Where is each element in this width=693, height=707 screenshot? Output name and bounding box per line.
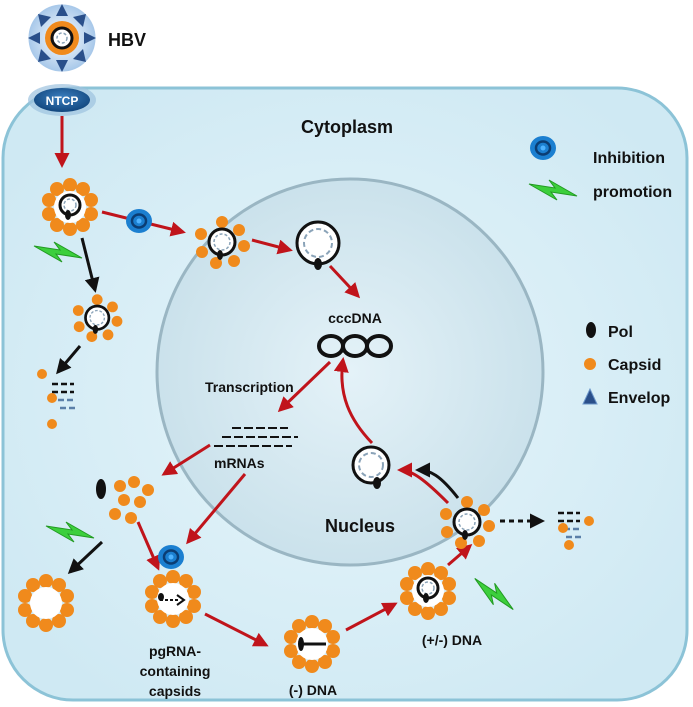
legend-pol-label: Pol: [608, 324, 633, 341]
nucleus-envelope: [155, 177, 545, 567]
translation-arrow-down: [186, 473, 247, 545]
translated-pol-icon: [96, 479, 106, 499]
translation-arrow-left: [161, 443, 211, 476]
minus-dna-label: (-) DNA: [289, 682, 337, 698]
reverse-transcription-arrow: [204, 612, 269, 647]
recycling-to-cccdna-arrow: [333, 357, 374, 445]
recycling-arrow-red: [397, 462, 450, 505]
inhibitor-transport-icon: [124, 207, 154, 235]
plusminus-dna-label: (+/-) DNA: [422, 632, 482, 648]
recycled-genome-icon: [351, 445, 391, 489]
degradation-debris-right: [556, 511, 594, 550]
pgrna-label-line3: capsids: [149, 683, 201, 699]
legend-capsid-label: Capsid: [608, 357, 661, 374]
hbv-virion-icon: [28, 4, 96, 72]
recycling-arrow-black: [415, 462, 460, 499]
degradation-arrow-left-2: [56, 345, 82, 375]
translated-capsid-dots: [109, 476, 154, 524]
cytoplasm-label: Cytoplasm: [301, 117, 393, 137]
pgrna-icon: [158, 593, 186, 606]
mrna-lines-icon: [214, 427, 298, 447]
ntcp-receptor: NTCP: [28, 84, 96, 116]
mrnas-label: mRNAs: [214, 455, 265, 471]
maturation-arrow: [447, 544, 473, 567]
pgrna-label-line1: pgRNA-: [149, 643, 201, 659]
legend-pol-icon: [586, 322, 596, 338]
pgrna-label-line2: containing: [140, 663, 211, 679]
nucleus-label: Nucleus: [325, 516, 395, 536]
transcription-label: Transcription: [205, 379, 294, 395]
plus-strand-arrow: [345, 602, 398, 632]
legend-promotion-label: promotion: [593, 184, 672, 201]
legend-inhibition-icon: [528, 134, 558, 162]
cccdna-icon: [317, 334, 393, 358]
rcdna-genome-icon: [295, 220, 341, 270]
cccdna-label: cccDNA: [328, 310, 382, 326]
minus-dna-icon: [298, 637, 326, 651]
degradation-debris-left: [37, 369, 78, 429]
hbv-label: HBV: [108, 30, 146, 50]
inhibitor-packaging-icon: [156, 543, 186, 571]
empty-capsid-arrow: [67, 540, 104, 575]
packaging-arrow: [136, 521, 161, 571]
legend-capsid-icon: [584, 358, 596, 370]
legend-envelop-label: Envelop: [608, 390, 670, 407]
legend-envelop-icon: [582, 387, 598, 405]
transcription-arrow: [277, 360, 332, 413]
to-cccdna-arrow: [328, 264, 361, 299]
uncoating-arrow: [251, 238, 293, 255]
ntcp-label: NTCP: [46, 94, 79, 108]
legend-inhibition-label: Inhibition: [593, 150, 665, 167]
degradation-arrow-left-1: [80, 237, 100, 293]
